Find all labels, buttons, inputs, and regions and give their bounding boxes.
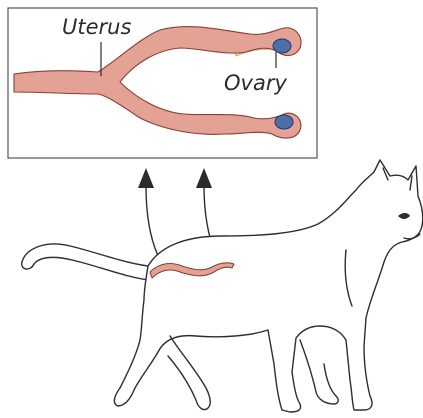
cat-far-hind-leg	[168, 336, 210, 410]
cat-figure	[22, 160, 423, 412]
cat-body	[114, 160, 422, 412]
arrow-right-head	[196, 168, 212, 188]
uterus-inset: Uterus Ovary	[8, 8, 317, 158]
ovary-label: Ovary	[224, 71, 287, 95]
uterus-label: Uterus	[62, 15, 131, 39]
cat-tail	[22, 244, 148, 280]
ovary-lower	[275, 115, 293, 129]
ovary-upper	[273, 39, 291, 53]
arrow-left-line	[146, 186, 160, 260]
cat-far-front-leg	[300, 340, 338, 404]
arrow-left-head	[138, 168, 154, 188]
